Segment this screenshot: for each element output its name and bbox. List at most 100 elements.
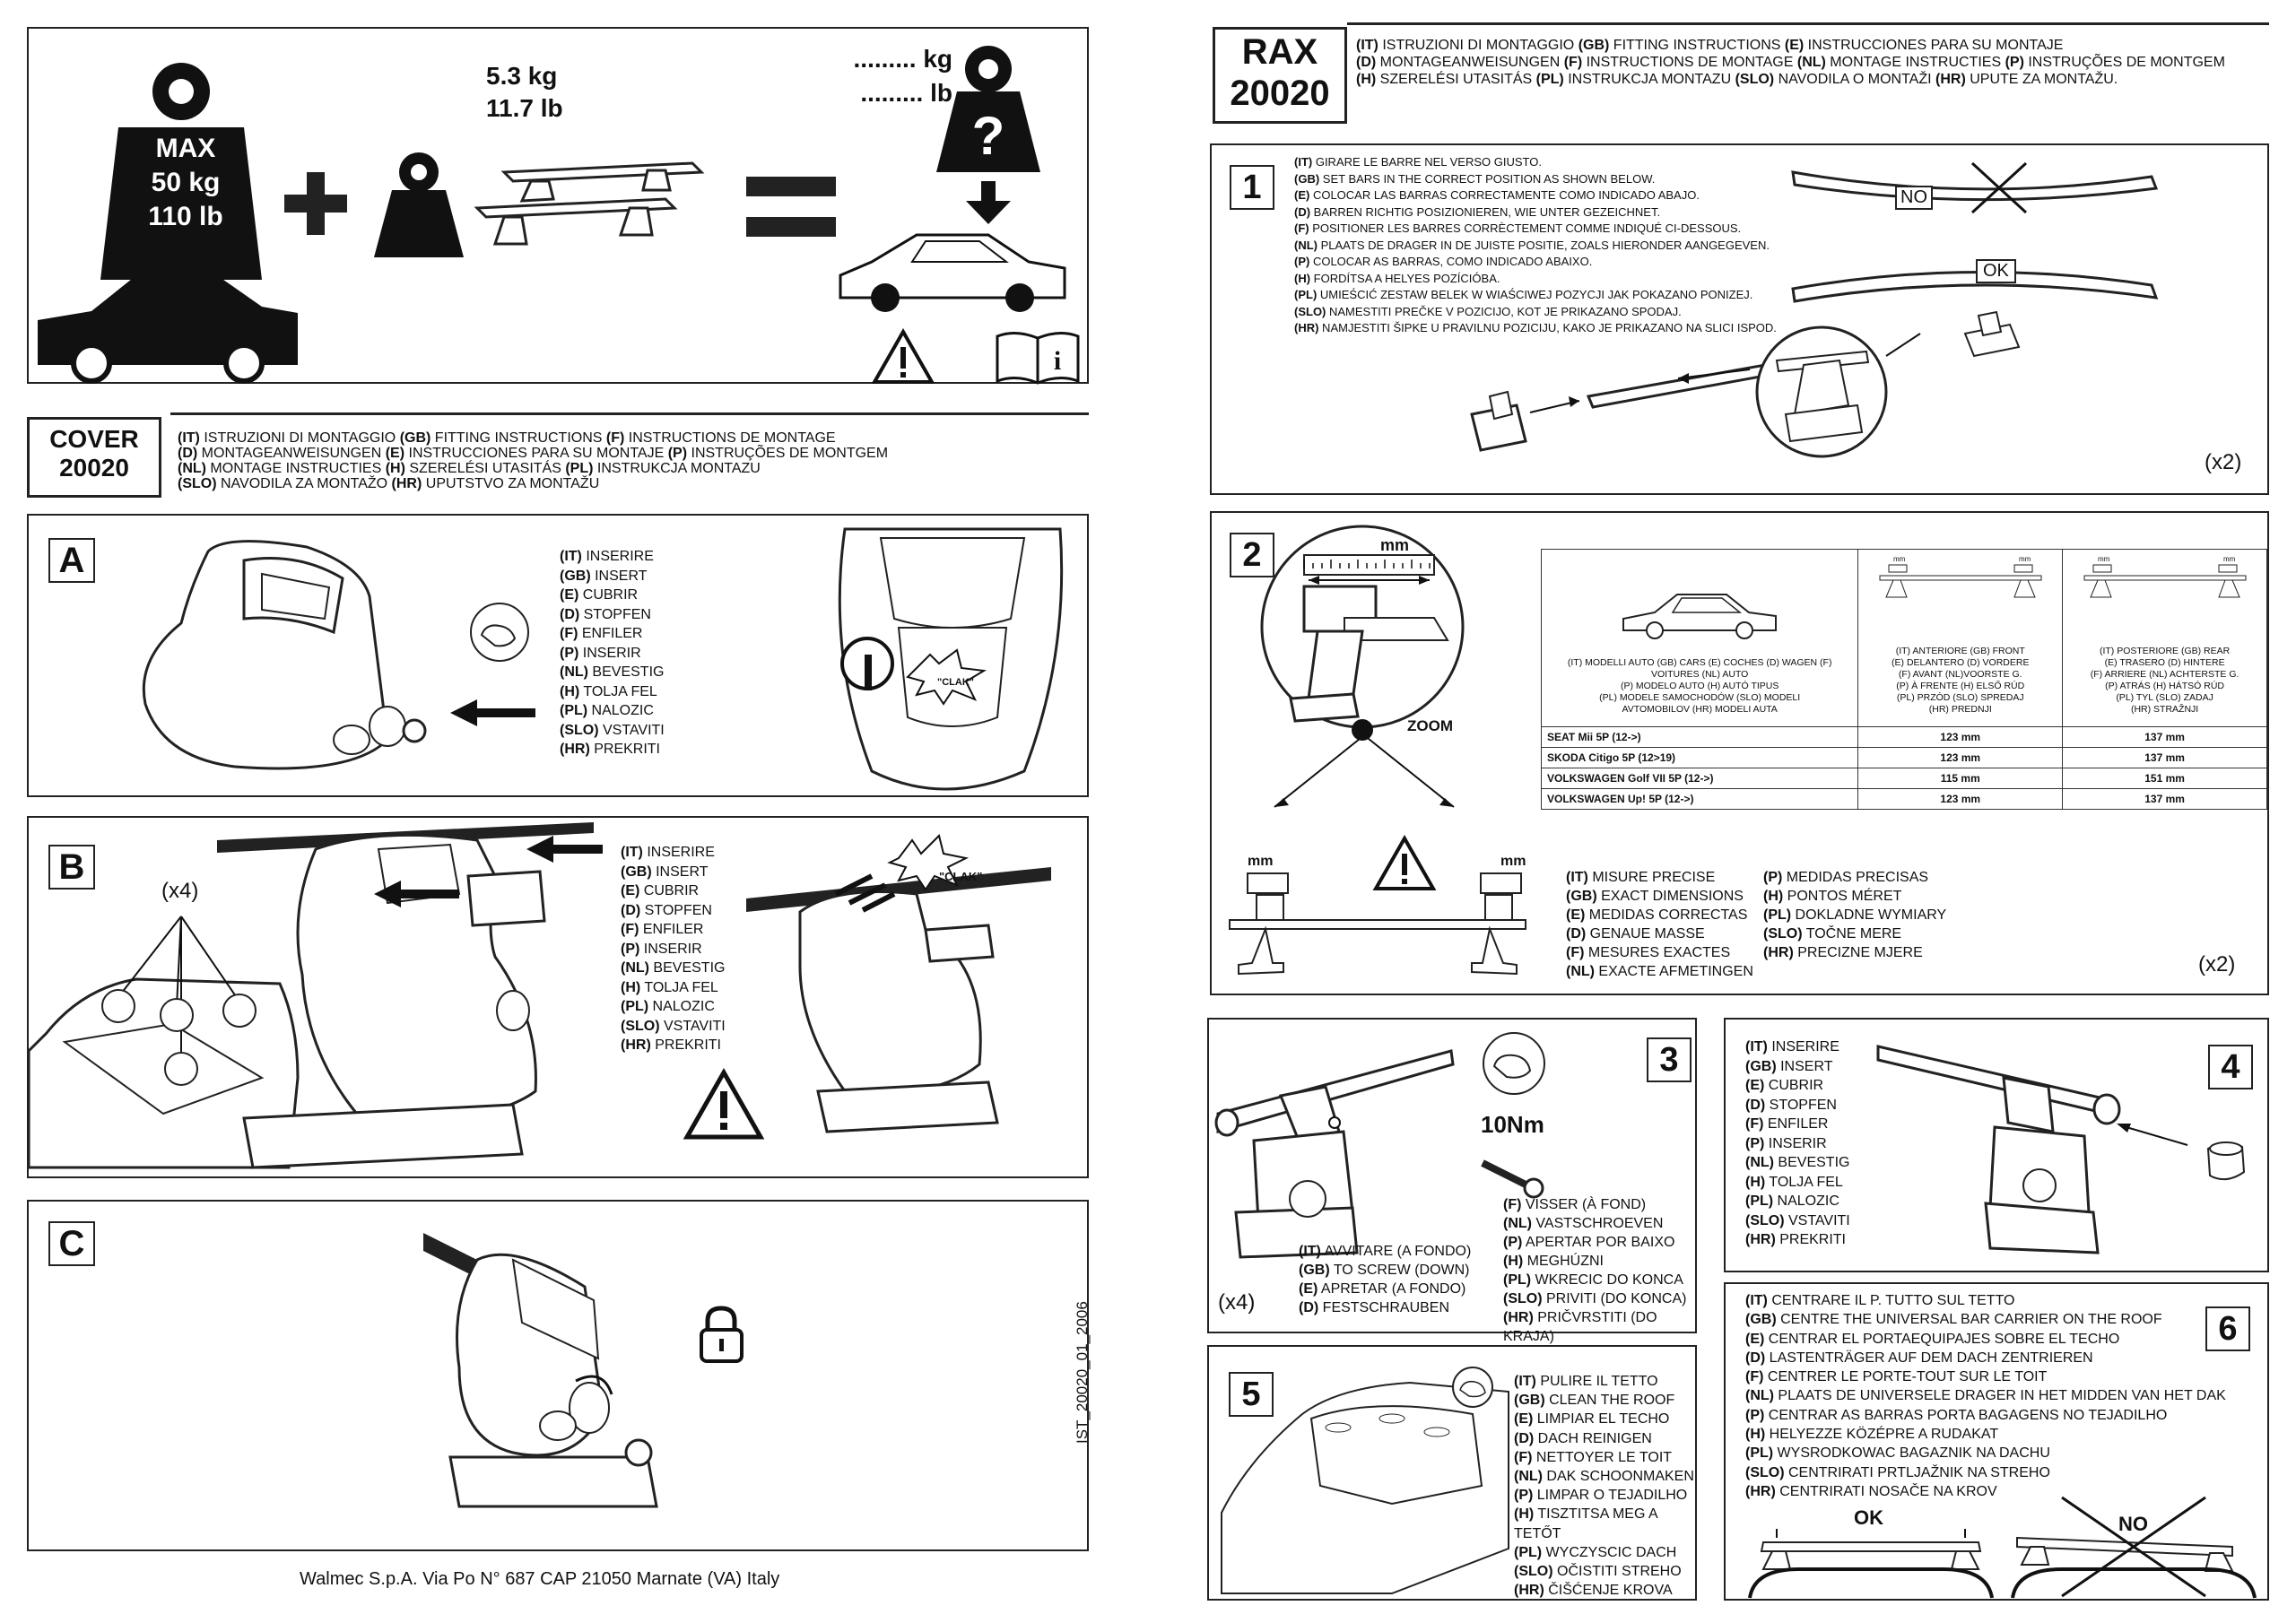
measure-line: (IT) MISURE PRECISE: [1566, 870, 1716, 885]
padlock-icon: [700, 1306, 744, 1363]
step-3-line: (P) APERTAR POR BAIXO: [1503, 1235, 1675, 1250]
measure-line: (PL) DOKLADNE WYMIARY: [1763, 907, 1947, 923]
step-5-line: (IT) PULIRE IL TETTO: [1514, 1374, 1658, 1389]
step-6-line: (HR) CENTRIRATI NOSAČE NA KROV: [1745, 1483, 1997, 1499]
step-5: 5 (IT) PULIRE IL TETTO (GB) CLEAN THE ROO…: [1207, 1345, 1697, 1601]
warning-icon: [871, 327, 935, 384]
insert-list-item: (GB) INSERT: [1745, 1058, 1833, 1074]
step-5-line: (GB) CLEAN THE ROOF: [1514, 1393, 1675, 1409]
step-1-no-label: NO: [1895, 186, 1933, 210]
measure-line: (NL) EXACTE AFMETINGEN: [1566, 964, 1753, 979]
step-2-measure-left: (IT) MISURE PRECISE (GB) EXACT DIMENSIONS…: [1566, 868, 1753, 981]
manual-book-icon: i: [996, 332, 1080, 385]
front-distance-cell: 123 mm: [1857, 747, 2064, 768]
step-1-line: (F) POSITIONER LES BARRES CORRÈCTEMENT C…: [1294, 221, 1742, 235]
step-3-line: (D) FESTSCHRAUBEN: [1299, 1300, 1450, 1315]
insert-list-item: (P) INSERIR: [621, 941, 702, 957]
step-6-line: (E) CENTRAR EL PORTAEQUIPAJES SOBRE EL T…: [1745, 1331, 2120, 1347]
front-distance-cell: 123 mm: [1857, 726, 2064, 748]
foot-cover-clak-illustration: [746, 834, 1051, 1133]
step-1-number: 1: [1230, 165, 1274, 210]
centered-roof-ok-illustration: [1748, 1529, 1994, 1599]
step-2-mm-top: mm: [1380, 536, 1410, 554]
table-header-line: AVTOMOBILOV (HR) MODELI AUTA: [1622, 704, 1778, 715]
insert-list-item: (P) INSERIR: [560, 645, 641, 661]
step-5-number: 5: [1229, 1372, 1274, 1417]
footer-address: Walmec S.p.A. Via Po N° 687 CAP 21050 Ma…: [300, 1569, 780, 1589]
step-1-line: (NL) PLAATS DE DRAGER IN DE JUISTE POSIT…: [1294, 238, 1770, 252]
table-header-line: (F) AVANT (NL)VOORSTE G.: [1898, 669, 2022, 680]
rear-bar-mm-b: mm: [2223, 555, 2236, 563]
table-header-front: mm mm (IT) ANTERIORE (GB) FRONT(E) DELAN…: [1857, 549, 2064, 727]
measure-line: (GB) EXACT DIMENSIONS: [1566, 889, 1744, 904]
section-c-label: C: [48, 1221, 95, 1266]
unknown-weight-icon: ?: [936, 46, 1040, 172]
insert-list-item: (D) STOPFEN: [560, 606, 651, 622]
step-1: 1 (IT) GIRARE LE BARRE NEL VERSO GIUSTO.…: [1210, 143, 2269, 495]
rear-bar-icon: mm mm: [2083, 555, 2247, 598]
step-3: 3 10Nm (F) VISSER (À FOND)(NL) VASTSCHRO…: [1207, 1018, 1697, 1344]
table-header-models: (IT) MODELLI AUTO (GB) CARS (E) COCHES (…: [1540, 549, 1859, 727]
rear-bar-mm-a: mm: [2098, 555, 2110, 563]
max-weight-label: MAX 50 kg 110 lb: [148, 134, 223, 231]
step-6-line: (PL) WYSRODKOWAC BAGAZNIK NA DACHU: [1745, 1445, 2050, 1462]
step-6-number: 6: [2205, 1306, 2250, 1351]
push-left-arrow-icon-2: [526, 836, 603, 863]
insert-list-item: (H) TOLJA FEL: [621, 979, 718, 995]
step-6-ok-label: OK: [1854, 1506, 1883, 1529]
push-left-arrow-icon: [374, 881, 459, 907]
step-2-number: 2: [1230, 533, 1274, 577]
step-3-number: 3: [1647, 1037, 1692, 1082]
step-6: 6 (IT) CENTRARE IL P. TUTTO SUL TETTO(GB…: [1724, 1282, 2269, 1601]
rax-code-box: RAX 20020: [1213, 27, 1347, 124]
insert-list-item: (F) ENFILER: [621, 922, 704, 937]
insert-list-item: (HR) PREKRITI: [560, 742, 660, 757]
insert-list-item: (H) TOLJA FEL: [1745, 1174, 1843, 1190]
step-2: 2 mm ZOOM mm mm: [1210, 511, 2269, 995]
table-header-line: (E) DELANTERO (D) VORDERE: [1892, 657, 2030, 668]
measure-line: (HR) PRECIZNE MJERE: [1763, 945, 1923, 960]
zoom-detail-illustration: [1260, 525, 1465, 741]
result-weight-label: ......... kg ......... lb: [853, 45, 952, 107]
step-2-count: (x2): [2198, 952, 2236, 976]
step-5-line: (SLO) OČISTITI STREHO: [1514, 1564, 1682, 1580]
insert-list-item: (SLO) VSTAVITI: [1745, 1212, 1850, 1228]
insert-list-item: (E) CUBRIR: [1745, 1078, 1824, 1093]
section-b-count: (x4): [161, 879, 199, 903]
section-a-label: A: [48, 538, 95, 583]
table-header-line: (PL) TYL (SLO) ZADAJ: [2116, 692, 2213, 703]
rack-weight-label: 5.3 kg 11.7 lb: [486, 62, 563, 122]
front-distance-cell: 123 mm: [1857, 788, 2064, 810]
step-1-line: (HR) NAMJESTITI ŠIPKE U PRAVILNU POZICIJ…: [1294, 321, 1777, 334]
measure-line: (H) PONTOS MÉRET: [1763, 889, 1902, 904]
rax-instruction-line: (D) MONTAGEANWEISUNGEN (F) INSTRUCTIONS …: [1356, 55, 2225, 70]
front-distance-cell: 115 mm: [1857, 768, 2064, 789]
step-3-line: (F) VISSER (À FOND): [1503, 1197, 1647, 1212]
step-3-right-text: (F) VISSER (À FOND)(NL) VASTSCHROEVEN(P)…: [1503, 1195, 1695, 1346]
weight-panel: MAX 50 kg 110 lb 5.3 kg 11.7 lb ........…: [27, 27, 1089, 385]
front-bar-mm-b: mm: [2019, 555, 2031, 563]
table-header-line: (PL) PRZÓD (SLO) SPREDAJ: [1896, 692, 2024, 703]
rear-distance-cell: 137 mm: [2062, 788, 2267, 810]
step-1-count: (x2): [2205, 450, 2242, 474]
rax-header-instructions: (IT) ISTRUZIONI DI MONTAGGIO (GB) FITTIN…: [1356, 37, 2225, 88]
car-outline-icon: [839, 233, 1066, 312]
step-3-count: (x4): [1218, 1290, 1256, 1315]
insert-list-item: (HR) PREKRITI: [621, 1037, 721, 1053]
section-b-insert-list: (IT) INSERIRE(GB) INSERT(E) CUBRIR(D) ST…: [621, 843, 726, 1055]
step-3-line: (HR) PRIČVRSTITI (DO KRAJA): [1503, 1310, 1657, 1344]
insert-list-item: (F) ENFILER: [1745, 1116, 1829, 1132]
foot-tighten-illustration: [1214, 1049, 1455, 1259]
section-b-label: B: [48, 845, 95, 890]
equals-icon: [746, 177, 836, 237]
cover-header-instructions: (IT) ISTRUZIONI DI MONTAGGIO (GB) FITTIN…: [178, 430, 888, 491]
insert-list-item: (PL) NALOZIC: [1745, 1193, 1839, 1209]
step-5-text: (IT) PULIRE IL TETTO (GB) CLEAN THE ROOF (…: [1514, 1372, 1695, 1600]
end-cap-icon: [2206, 1141, 2246, 1181]
table-header-line: (F) ARRIERE (NL) ACHTERSTE G.: [2090, 669, 2239, 680]
insert-arrow-icon: [450, 699, 535, 726]
max-weight-icon: [100, 63, 262, 280]
step-3-left-text: (IT) AVVITARE (A FONDO)(GB) TO SCREW (DO…: [1299, 1242, 1471, 1317]
key-icon: [1481, 1159, 1544, 1199]
